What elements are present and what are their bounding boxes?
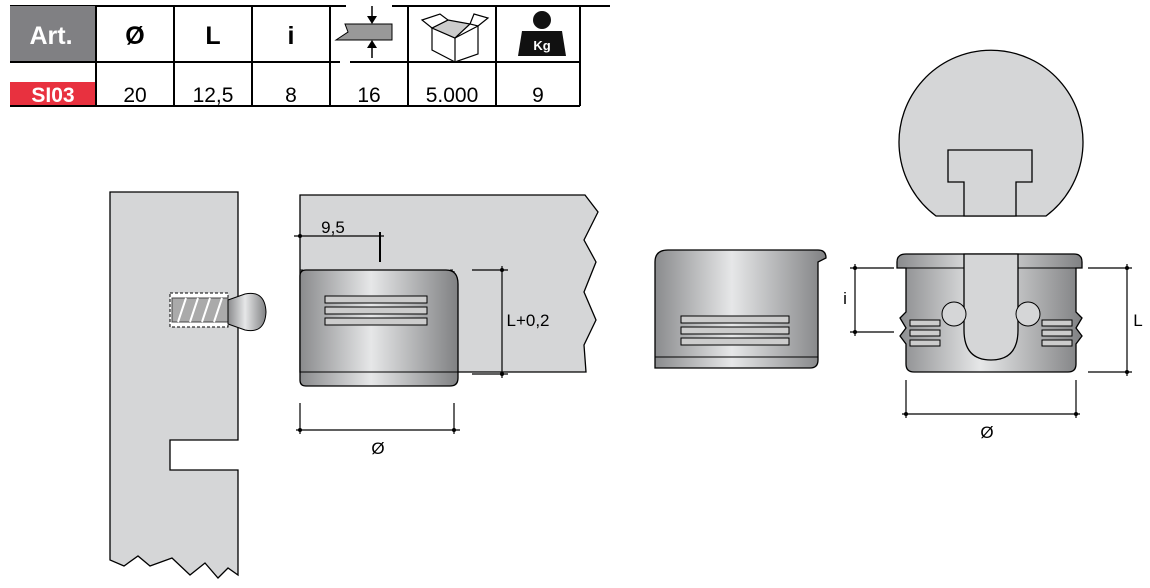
connector-top-view bbox=[898, 49, 1084, 217]
header-diameter: Ø bbox=[125, 22, 144, 50]
art-code: SI03 bbox=[31, 84, 74, 107]
dimension-depth: L+0,2 bbox=[506, 311, 549, 330]
box-icon bbox=[420, 13, 490, 63]
screw-icon bbox=[171, 292, 267, 332]
value-diameter: 20 bbox=[123, 84, 146, 107]
dimension-offset: 9,5 bbox=[321, 218, 345, 237]
value-i: 8 bbox=[285, 84, 297, 107]
art-header-cell bbox=[10, 6, 96, 62]
dimension-diameter-right: Ø bbox=[980, 423, 993, 442]
dimension-length: L bbox=[1133, 311, 1142, 330]
header-i: i bbox=[288, 22, 295, 50]
connector-side-view bbox=[299, 269, 459, 387]
svg-text:Kg: Kg bbox=[533, 38, 550, 53]
value-length: 12,5 bbox=[193, 84, 234, 107]
value-quantity: 5.000 bbox=[426, 84, 479, 107]
connector-side-view-2 bbox=[654, 249, 827, 369]
value-thickness: 16 bbox=[357, 84, 380, 107]
header-art: Art. bbox=[29, 22, 72, 50]
weight-kg-icon: Kg bbox=[518, 11, 566, 56]
panel-section-drawing: 9,5 L+0,2 Ø bbox=[294, 194, 599, 458]
dimension-i: i bbox=[843, 289, 847, 308]
header-length: L bbox=[205, 22, 220, 50]
panel-thickness-icon bbox=[334, 6, 393, 58]
dimension-diameter-mid: Ø bbox=[371, 439, 384, 458]
connector-front-view: i L Ø bbox=[843, 253, 1143, 442]
spec-table: Art. Ø L i Kg SI03 20 12,5 8 16 5.000 9 bbox=[10, 0, 610, 107]
value-weight: 9 bbox=[532, 84, 544, 107]
art-label-cell bbox=[10, 82, 96, 106]
side-panel-drawing bbox=[109, 191, 267, 579]
